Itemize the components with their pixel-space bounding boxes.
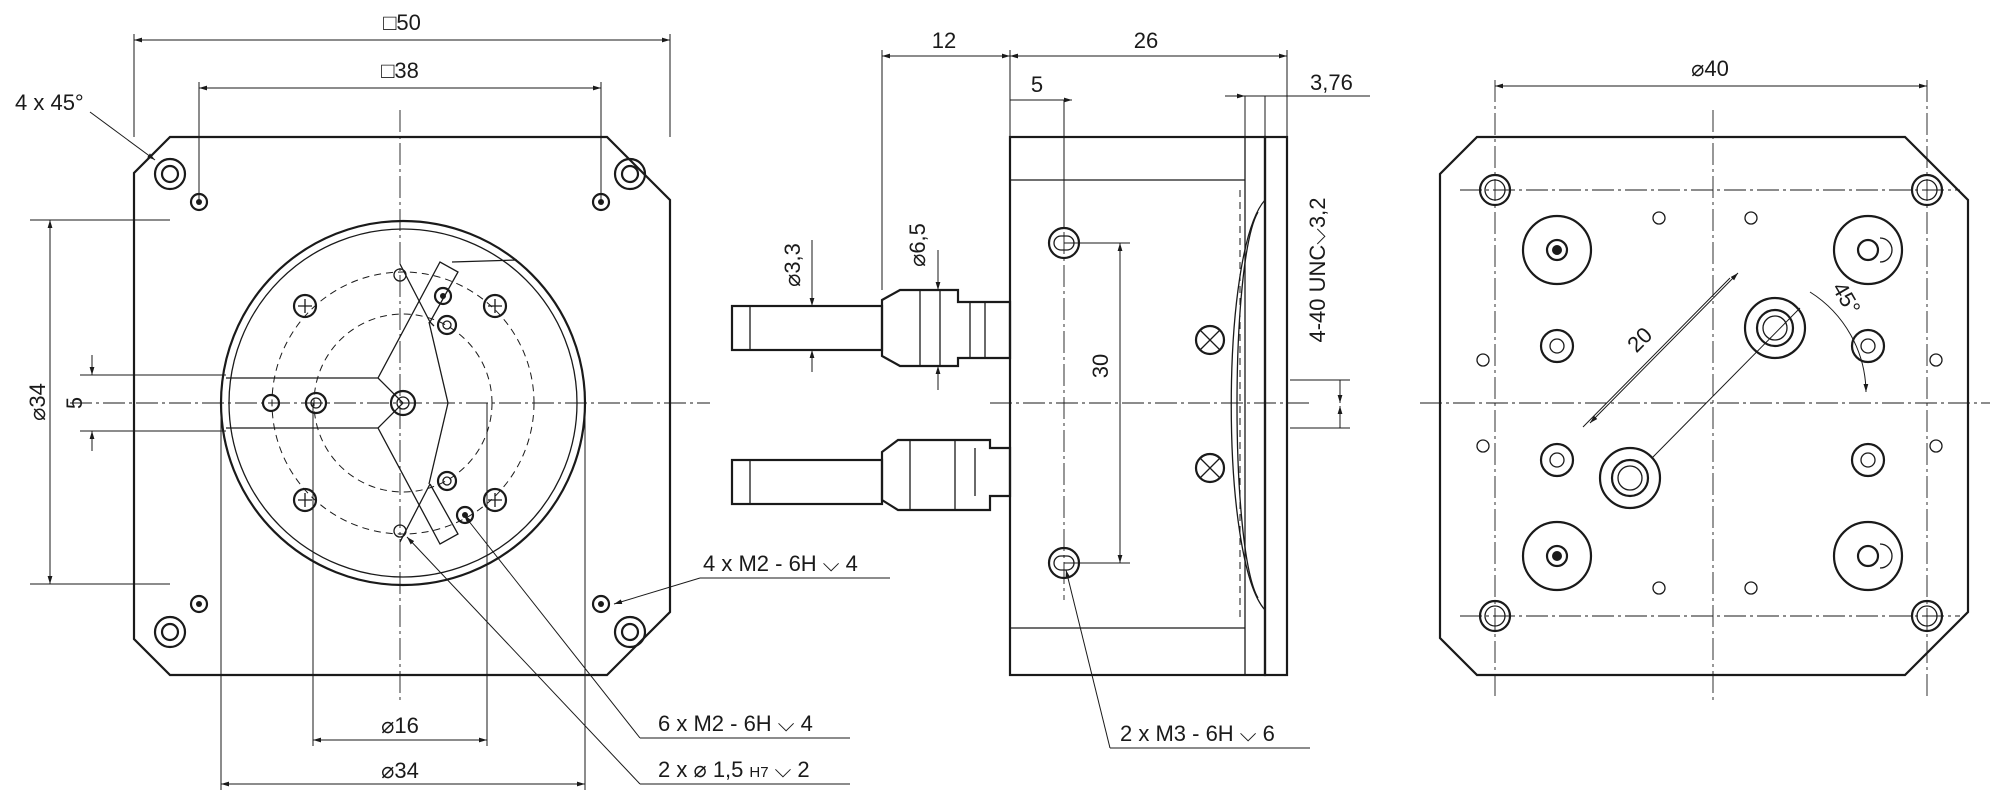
front-screws [292,293,508,513]
label-diameter-34-bottom: ⌀34 [381,758,419,783]
side-view: 12 26 5 3,76 ⌀3,3 ⌀6,5 4-40 UNC⌵3,2 30 2… [730,28,1370,749]
label-square-38: □38 [381,58,419,83]
label-dim-12: 12 [932,28,956,53]
label-square-50: □50 [383,10,421,35]
rear-dimensions [1495,83,1927,459]
label-shaft-dia-65: ⌀6,5 [905,223,930,267]
label-diameter-16: ⌀16 [381,713,419,738]
label-dim-26: 26 [1134,28,1158,53]
rear-connectors [1598,296,1807,510]
rear-bosses [1521,214,1904,592]
front-dimensions [30,34,890,790]
side-dimensions [809,50,1370,749]
label-dim-5: 5 [1031,72,1043,97]
rear-view: ⌀40 20 45° [1420,56,1990,700]
front-view: □50 □38 4 x 45° ⌀34 5 ⌀16 ⌀34 4 x M2 - 6… [15,10,890,790]
label-diameter-34-vertical: ⌀34 [25,383,50,421]
label-dim-20: 20 [1622,322,1657,357]
rear-housing-outline [1438,135,1970,677]
callout-2x-m3: 2 x M3 - 6H ⌵ 6 [1120,721,1275,746]
callout-6x-m2: 6 x M2 - 6H ⌵ 4 [658,711,813,736]
label-diameter-40: ⌀40 [1691,56,1729,81]
label-chamfer: 4 x 45° [15,90,84,115]
front-gripper-arms [226,259,518,545]
corner-holes [153,157,647,649]
label-thread-440: 4-40 UNC⌵3,2 [1305,197,1330,342]
side-housing [1008,135,1267,677]
label-dim-376: 3,76 [1310,70,1353,95]
label-dim-30: 30 [1088,354,1113,378]
front-housing-outline [132,135,672,677]
label-shaft-dia-33: ⌀3,3 [780,243,805,287]
lower-connector [730,438,1012,512]
callout-4x-m2: 4 x M2 - 6H ⌵ 4 [703,551,858,576]
label-offset-5: 5 [62,397,87,409]
upper-connector [730,288,1012,368]
